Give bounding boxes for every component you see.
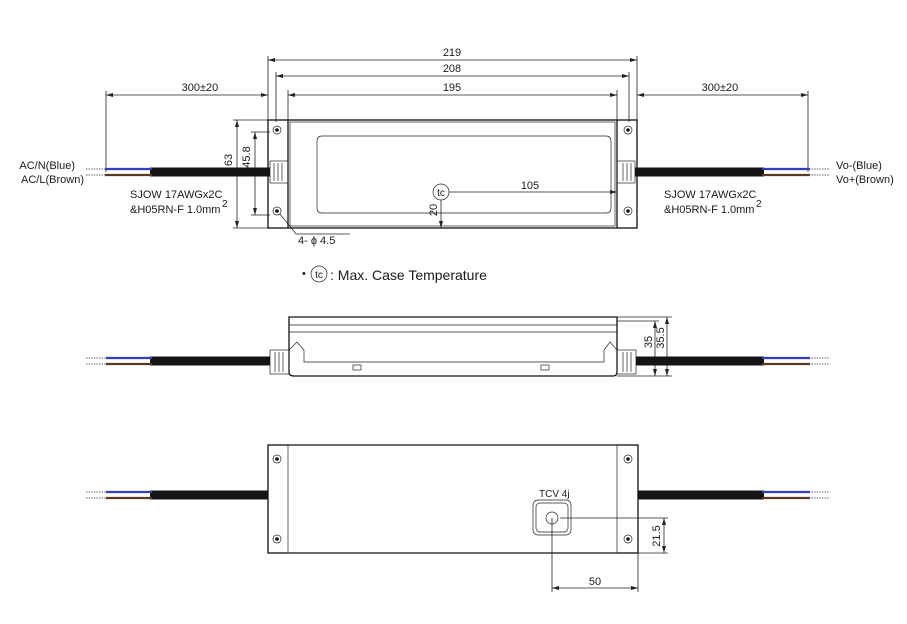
dim-mounting-pitch: 208 bbox=[443, 63, 461, 75]
dim-adjust-x: 50 bbox=[589, 576, 601, 588]
dim-adjust-y: 21.5 bbox=[651, 525, 663, 546]
bottom-housing-inner bbox=[287, 444, 618, 554]
legend: • tc : Max. Case Temperature bbox=[302, 265, 487, 283]
dim-body-width: 45.8 bbox=[241, 146, 253, 167]
legend-text: : Max. Case Temperature bbox=[330, 267, 487, 283]
side-slot-right bbox=[540, 364, 550, 371]
dim-side-height-outer: 35.5 bbox=[655, 327, 667, 348]
left-cable-spec-1: SJOW 17AWGx2C bbox=[130, 189, 223, 201]
dim-body-length: 195 bbox=[443, 82, 461, 94]
right-cable-spec-superscript: 2 bbox=[756, 199, 762, 210]
label-recess bbox=[316, 135, 612, 214]
dim-tc-y: 20 bbox=[428, 204, 440, 216]
cables-side bbox=[86, 356, 830, 366]
left-wire-label-brown: AC/L(Brown) bbox=[21, 174, 84, 186]
hole-callout-label: 4- ϕ 4.5 bbox=[298, 235, 335, 247]
dim-right-lead-length: 300±20 bbox=[702, 82, 739, 94]
hole-callout-leader bbox=[279, 213, 350, 235]
dim-overall-length: 219 bbox=[443, 47, 461, 59]
adjust-label: TCV 4j bbox=[539, 489, 570, 500]
dim-side-height-inner: 35 bbox=[643, 336, 655, 348]
tc-point bbox=[432, 183, 617, 228]
bottom-mounting-holes bbox=[272, 454, 633, 544]
top-dimension-lines bbox=[105, 56, 809, 172]
bottom-housing-outline bbox=[267, 444, 639, 554]
mounting-holes bbox=[272, 125, 633, 216]
legend-tc-circle bbox=[310, 265, 328, 283]
bottom-dimension-lines bbox=[551, 517, 668, 592]
dim-overall-width: 63 bbox=[223, 154, 235, 166]
left-cable-spec-2: &H05RN-F 1.0mm bbox=[130, 204, 220, 216]
top-housing-inner bbox=[289, 121, 616, 227]
cable-glands-side bbox=[269, 349, 637, 375]
side-slot-left bbox=[352, 364, 362, 371]
dim-left-lead-length: 300±20 bbox=[182, 82, 219, 94]
right-wire-label-brown: Vo+(Brown) bbox=[836, 174, 894, 186]
right-wire-label-blue: Vo-(Blue) bbox=[836, 160, 882, 172]
tc-symbol: tc bbox=[437, 188, 445, 199]
legend-bullet: • bbox=[302, 268, 306, 280]
cable-glands-top bbox=[269, 160, 636, 184]
cables-top bbox=[86, 167, 830, 177]
side-housing-base bbox=[303, 350, 605, 363]
left-cable-spec-superscript: 2 bbox=[222, 199, 228, 210]
left-wire-label-blue: AC/N(Blue) bbox=[19, 160, 75, 172]
side-dimension-lines bbox=[617, 316, 672, 377]
top-view: 219 208 195 300±20 300±20 63 45.8 bbox=[19, 47, 893, 247]
bottom-view: TCV 4j 50 21.5 bbox=[86, 444, 830, 592]
cables-bottom bbox=[86, 490, 830, 500]
dim-tc-x: 105 bbox=[521, 180, 539, 192]
side-view: 35.5 35 bbox=[86, 316, 830, 377]
right-cable-spec-1: SJOW 17AWGx2C bbox=[664, 189, 757, 201]
legend-tc-symbol: tc bbox=[315, 270, 323, 281]
side-housing-outline bbox=[288, 316, 618, 377]
right-cable-spec-2: &H05RN-F 1.0mm bbox=[664, 204, 754, 216]
